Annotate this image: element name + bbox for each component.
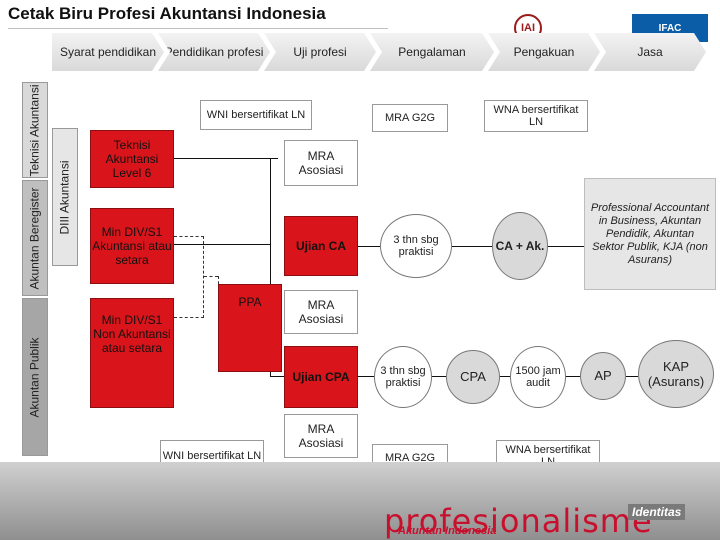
label-wni-bersertifikat-ln-top: WNI bersertifikat LN [200, 100, 312, 130]
circle-kap-asurans: KAP (Asurans) [638, 340, 714, 408]
label-mra-asosiasi: MRA Asosiasi [284, 290, 358, 334]
band-diii-akuntansi: DIII Akuntansi [52, 128, 78, 266]
circle-ca-ak: CA + Ak. [492, 212, 548, 280]
connector-line [548, 246, 584, 247]
connector-dashed [204, 276, 218, 277]
label-mra-asosiasi: MRA Asosiasi [284, 140, 358, 186]
connector-line [270, 376, 284, 377]
box-ujian-cpa: Ujian CPA [284, 346, 358, 408]
connector-line [566, 376, 580, 377]
footer-brand: profesionalisme [384, 502, 653, 540]
label-wna-bersertifikat-ln-top: WNA bersertifikat LN [484, 100, 588, 132]
header-pengakuan: Pengakuan [488, 33, 600, 71]
callout-professional-accountant: Professional Accountant in Business, Aku… [584, 178, 716, 290]
connector-line [358, 376, 374, 377]
circle-cpa: CPA [446, 350, 500, 404]
connector-line [432, 376, 446, 377]
city-skyline-background [0, 462, 720, 540]
connector-line [174, 158, 264, 159]
circle-3-thn-praktisi-cpa: 3 thn sbg praktisi [374, 346, 432, 408]
band-teknisi-akuntansi: Teknisi Akuntansi [22, 82, 48, 178]
box-ppa: PPA [218, 284, 282, 372]
connector-line [264, 158, 278, 159]
header-uji-profesi: Uji profesi [264, 33, 376, 71]
footer-subtitle: Akuntan Indonesia [398, 525, 497, 537]
header-syarat-pendidikan: Syarat pendidikan [52, 33, 164, 71]
connector-line [626, 376, 638, 377]
box-ujian-ca: Ujian CA [284, 216, 358, 276]
circle-ap: AP [580, 352, 626, 400]
connector-line [358, 246, 380, 247]
page-title: Cetak Biru Profesi Akuntansi Indonesia [8, 4, 326, 23]
connector-dashed [174, 236, 204, 318]
band-akuntan-beregister: Akuntan Beregister [22, 180, 48, 296]
circle-3-thn-praktisi-ca: 3 thn sbg praktisi [380, 214, 452, 278]
header-pendidikan-profesi: Pendidikan profesi [158, 33, 270, 71]
circle-1500-jam-audit: 1500 jam audit [510, 346, 566, 408]
connector-line [270, 158, 271, 246]
box-min-div-s1-akuntansi: Min DIV/S1 Akuntansi atau setara [90, 208, 174, 284]
label-mra-asosiasi: MRA Asosiasi [284, 414, 358, 458]
label-mra-g2g-top: MRA G2G [372, 104, 448, 132]
connector-line [500, 376, 510, 377]
header-pengalaman: Pengalaman [370, 33, 494, 71]
band-akuntan-publik: Akuntan Publik [22, 298, 48, 456]
box-teknisi-akuntansi-level-6: Teknisi Akuntansi Level 6 [90, 130, 174, 188]
connector-line [174, 244, 270, 245]
title-divider [8, 28, 388, 29]
box-min-div-s1-non-akuntansi: Min DIV/S1 Non Akuntansi atau setara [90, 298, 174, 408]
footer-identity: Identitas [628, 504, 686, 520]
connector-line [452, 246, 492, 247]
header-jasa: Jasa [594, 33, 706, 71]
